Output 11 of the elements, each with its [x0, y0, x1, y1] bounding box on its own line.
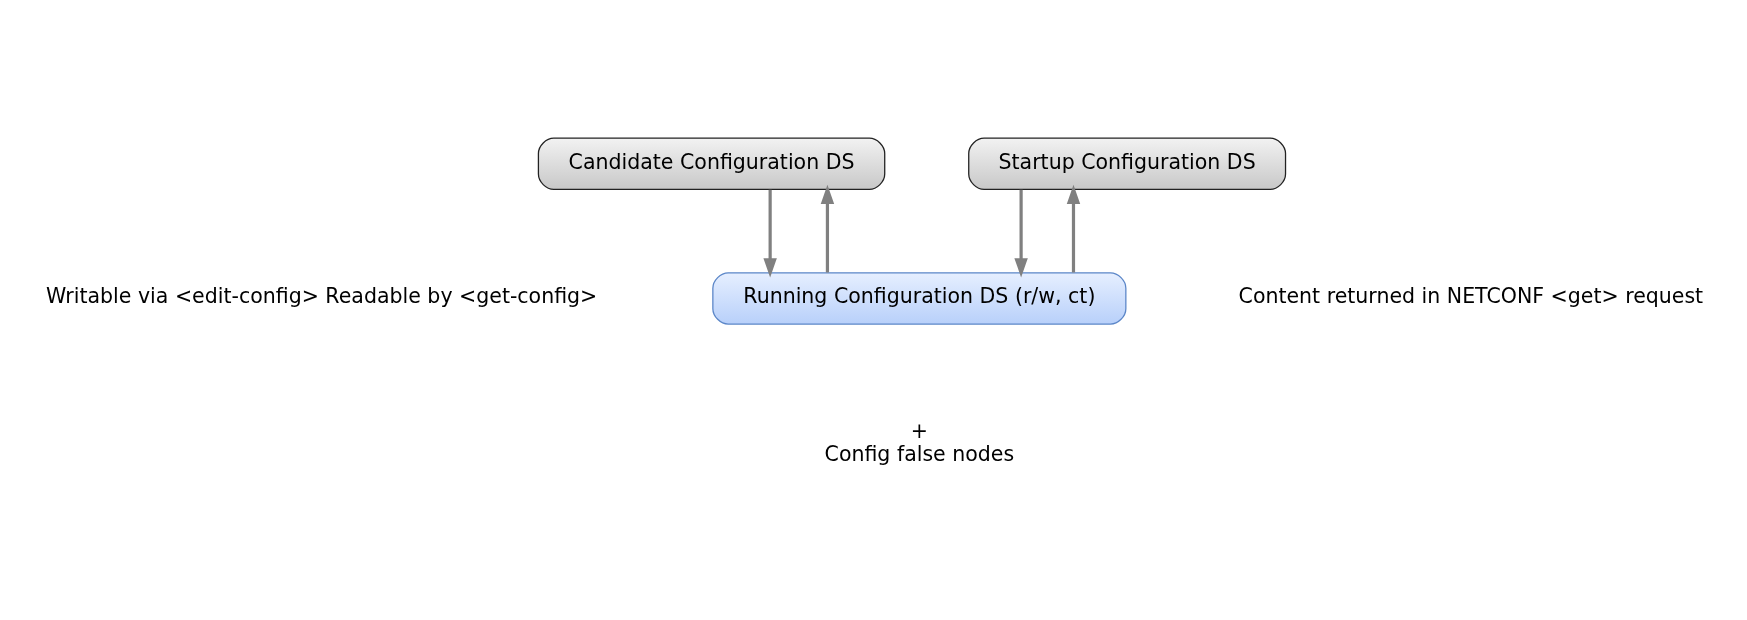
- node-box: Startup Configuration DS: [968, 137, 1287, 191]
- label: Writable via <edit-config> Readable by <get-config>: [46, 284, 598, 309]
- arrow: [1066, 184, 1081, 273]
- node-box: Running Configuration DS (r/w, ct): [712, 272, 1127, 325]
- arrow: [763, 189, 777, 278]
- label: Content returned in NETCONF <get> request: [1238, 284, 1704, 309]
- node-box: Candidate Configuration DS: [537, 137, 886, 191]
- arrow: [820, 184, 835, 273]
- arrow: [1014, 189, 1028, 278]
- node-label: +: [910, 419, 928, 443]
- node-label: Config false nodes: [824, 442, 1015, 467]
